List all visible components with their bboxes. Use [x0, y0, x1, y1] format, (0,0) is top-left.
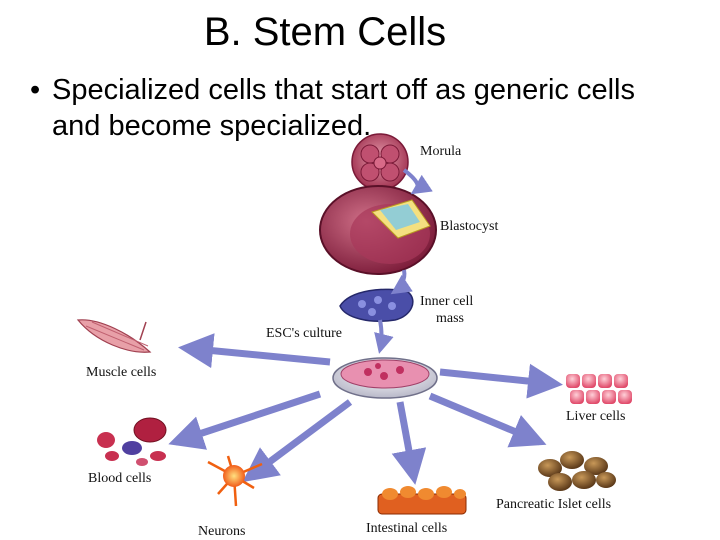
- muscle-cells-image: [76, 319, 152, 353]
- label-inner-cell-line2: mass: [436, 311, 464, 326]
- blood-cells-image: [97, 417, 167, 466]
- liver-cells-image: [566, 374, 632, 404]
- blastocyst-image: [319, 185, 437, 275]
- label-muscle-cells: Muscle cells: [86, 365, 157, 380]
- intestinal-cells-image: [377, 486, 467, 515]
- label-intestinal-cells: Intestinal cells: [366, 521, 448, 536]
- bullet-text: Specialized cells that start off as gene…: [52, 74, 635, 142]
- bullet-symbol: •: [30, 74, 41, 106]
- label-liver-cells: Liver cells: [566, 409, 626, 424]
- culture-dish-image: [332, 357, 438, 399]
- slide-title: B. Stem Cells: [203, 10, 447, 54]
- label-esc-culture: ESC's culture: [266, 326, 343, 341]
- label-morula: Morula: [420, 144, 462, 159]
- inner-cell-mass-image: [339, 288, 414, 322]
- pancreatic-cells-image: [538, 451, 616, 491]
- label-blastocyst: Blastocyst: [440, 219, 499, 234]
- neuron-image: [207, 455, 263, 507]
- label-blood-cells: Blood cells: [88, 471, 152, 486]
- label-pancreatic-cells: Pancreatic Islet cells: [496, 497, 612, 512]
- label-inner-cell-line1: Inner cell: [420, 294, 474, 309]
- diagram-arrows: [168, 168, 563, 485]
- label-neurons: Neurons: [198, 524, 246, 539]
- morula-image: [351, 133, 409, 191]
